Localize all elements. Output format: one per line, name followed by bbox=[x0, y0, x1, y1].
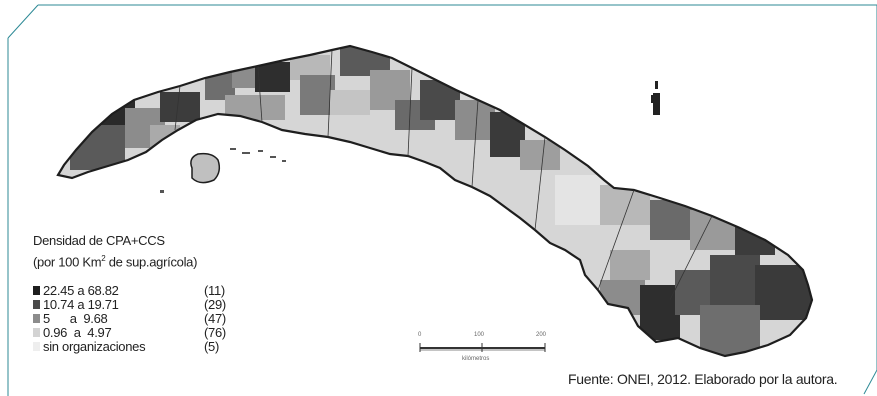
legend-count: (5) bbox=[204, 339, 219, 355]
isla-de-la-juventud bbox=[190, 152, 221, 184]
legend-count: (29) bbox=[204, 297, 226, 313]
legend-title-line2-post: de sup.agrícola) bbox=[105, 254, 198, 270]
scale-tick-200: 200 bbox=[536, 332, 547, 338]
legend-items: 22.45 a 68.82 (11) 10.74 a 19.71 (29) 5 … bbox=[33, 283, 226, 355]
legend-label: 22.45 a 68.82 bbox=[43, 283, 119, 299]
north-arrow-icon bbox=[651, 81, 660, 115]
legend-swatch bbox=[33, 342, 40, 352]
legend-item: 22.45 a 68.82 (11) bbox=[33, 283, 225, 299]
scale-tick-100: 100 bbox=[474, 332, 485, 338]
legend-title-line1: Densidad de CPA+CCS bbox=[33, 233, 165, 248]
legend-title-line2: (por 100 Km2 de sup.agrícola) bbox=[33, 250, 197, 271]
legend-label: 5 a 9.68 bbox=[43, 311, 108, 327]
legend-title-line2-pre: (por 100 Km bbox=[33, 254, 102, 270]
legend-swatch bbox=[33, 286, 40, 296]
legend-item: 5 a 9.68 (47) bbox=[33, 311, 226, 327]
legend-swatch bbox=[33, 314, 40, 324]
scale-bar: 0 100 200 kilómetros bbox=[418, 332, 547, 362]
legend-title: Densidad de CPA+CCS (por 100 Km2 de sup.… bbox=[33, 232, 197, 271]
legend-label: 10.74 a 19.71 bbox=[43, 297, 119, 313]
legend-swatch bbox=[33, 328, 40, 338]
scale-tick-0: 0 bbox=[418, 332, 422, 338]
legend-swatch bbox=[33, 300, 40, 310]
legend-count: (76) bbox=[204, 325, 226, 341]
source-note: Fuente: ONEI, 2012. Elaborado por la aut… bbox=[568, 371, 838, 387]
legend-item: sin organizaciones (5) bbox=[33, 339, 219, 355]
legend-title-sup: 2 bbox=[101, 254, 106, 263]
legend-label: sin organizaciones bbox=[43, 339, 146, 355]
legend-count: (11) bbox=[204, 283, 225, 299]
legend-count: (47) bbox=[204, 311, 226, 327]
legend-label: 0.96 a 4.97 bbox=[43, 325, 112, 341]
map-legend: Densidad de CPA+CCS (por 100 Km2 de sup.… bbox=[33, 232, 226, 355]
legend-item: 0.96 a 4.97 (76) bbox=[33, 325, 226, 341]
legend-item: 10.74 a 19.71 (29) bbox=[33, 297, 226, 313]
scale-unit: kilómetros bbox=[462, 356, 489, 362]
